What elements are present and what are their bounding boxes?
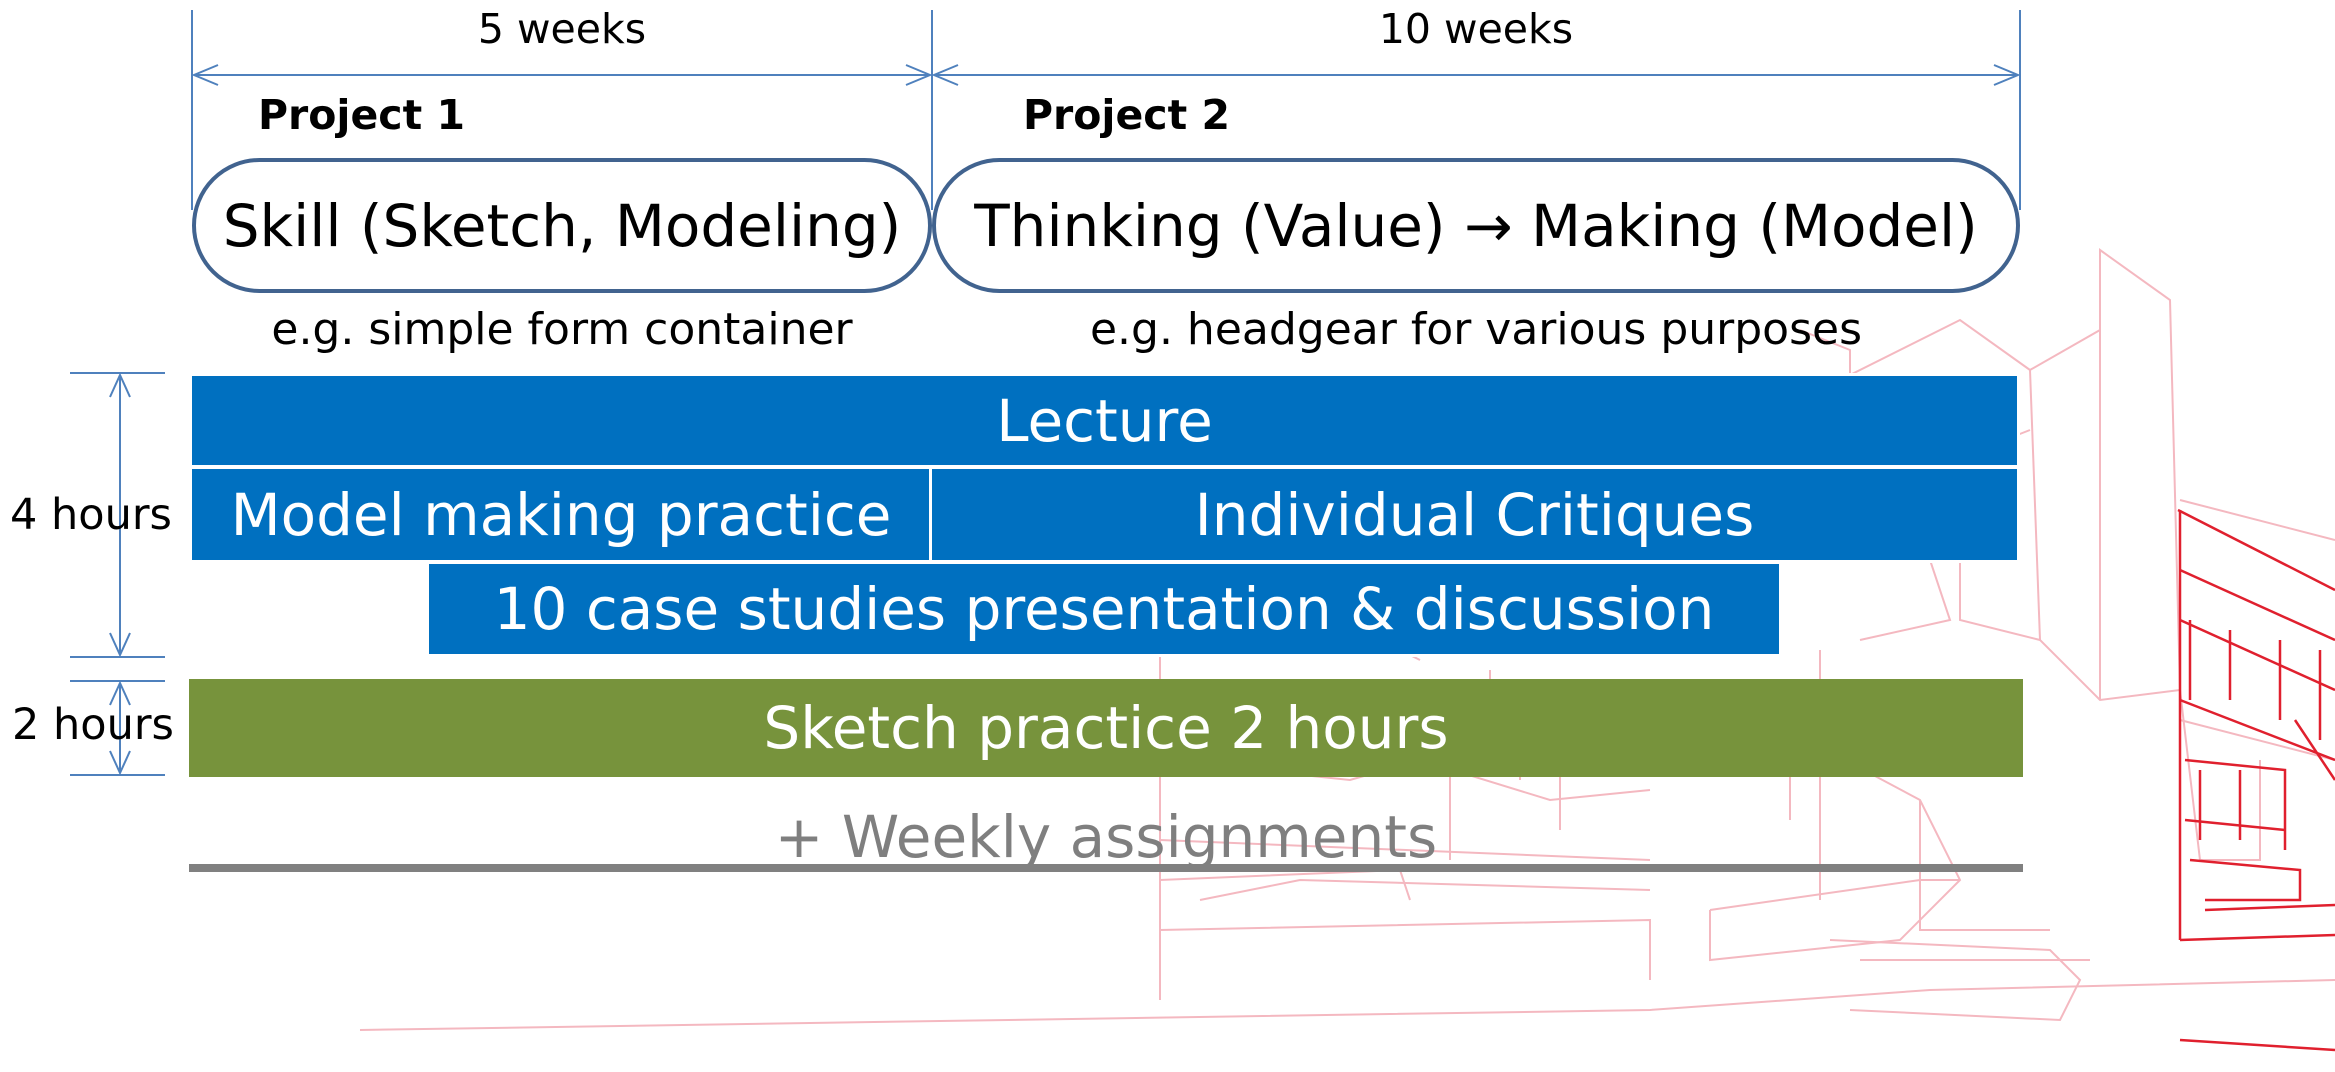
arrow-head-right-2 xyxy=(1993,64,2021,86)
critiques-label: Individual Critiques xyxy=(1194,480,1755,549)
arrow-head-up-4 xyxy=(109,372,131,398)
lecture-bar: Lecture xyxy=(189,373,2020,468)
critiques-bar: Individual Critiques xyxy=(929,466,2020,563)
arrow-head-left-2 xyxy=(931,64,959,86)
arrow-head-left-1 xyxy=(191,64,219,86)
model-making-bar: Model making practice xyxy=(189,466,933,563)
case-studies-bar: 10 case studies presentation & discussio… xyxy=(426,561,1782,657)
arrow-head-down-2 xyxy=(109,750,131,776)
arrow-head-down-4 xyxy=(109,632,131,658)
baseline-divider xyxy=(189,864,2023,872)
project2-focus-text: Thinking (Value) → Making (Model) xyxy=(974,191,1978,260)
project2-example: e.g. headgear for various purposes xyxy=(1089,304,1863,355)
sketch-practice-label: Sketch practice 2 hours xyxy=(763,694,1449,762)
model-making-label: Model making practice xyxy=(230,480,892,549)
sketch-practice-bar: Sketch practice 2 hours xyxy=(189,679,2023,777)
hours-label-2: 2 hours xyxy=(12,700,174,750)
project2-focus-pill: Thinking (Value) → Making (Model) xyxy=(932,158,2020,293)
project1-focus-text: Skill (Sketch, Modeling) xyxy=(222,191,902,260)
duration-label-project2: 10 weeks xyxy=(1378,5,1574,53)
lecture-label: Lecture xyxy=(996,386,1213,455)
arrow-head-right-1 xyxy=(905,64,933,86)
project1-title: Project 1 xyxy=(258,91,466,139)
case-studies-label: 10 case studies presentation & discussio… xyxy=(493,575,1715,643)
project2-title: Project 2 xyxy=(1023,91,1231,139)
arrow-head-up-2 xyxy=(109,680,131,706)
duration-label-project1: 5 weeks xyxy=(477,5,647,53)
weekly-assignments-note: + Weekly assignments xyxy=(774,803,1438,871)
project1-example: e.g. simple form container xyxy=(271,304,853,355)
project1-focus-pill: Skill (Sketch, Modeling) xyxy=(192,158,932,293)
hours-label-4: 4 hours xyxy=(10,490,172,540)
